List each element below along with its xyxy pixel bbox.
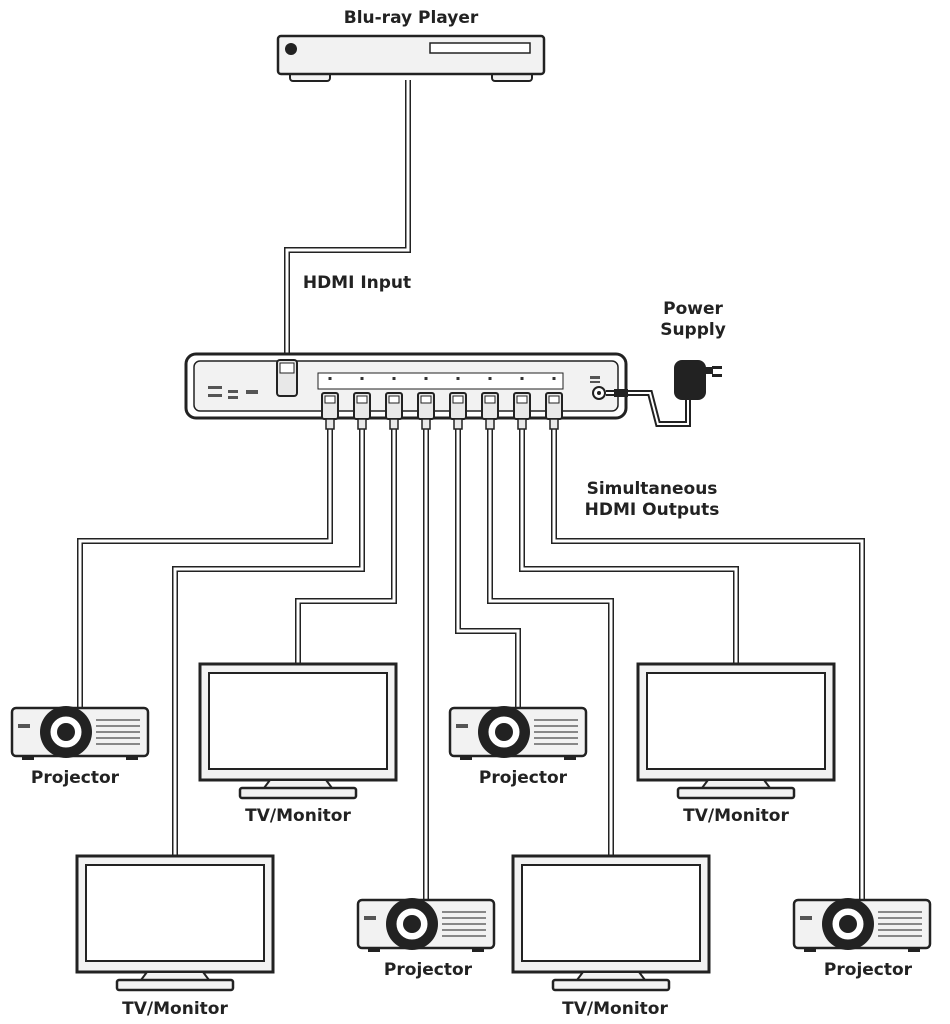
hdmi-output-plug-4 [417, 392, 435, 430]
blu-ray-player-icon [276, 34, 546, 82]
hdmi-output-plug-3 [385, 392, 403, 430]
hdmi-output-plug-1 [321, 392, 339, 430]
tv-monitor-icon [511, 854, 711, 992]
hdmi-output-cable-2 [172, 428, 365, 856]
projector-label: Projector [478, 768, 568, 788]
projector-label: Projector [823, 960, 913, 980]
power-supply-label-line1: Power [663, 299, 723, 319]
hdmi-outputs-label: Simultaneous HDMI Outputs [585, 479, 720, 522]
tv-monitor-icon [75, 854, 275, 992]
port-indicator-5 [456, 377, 460, 380]
port-indicator-7 [520, 377, 524, 380]
port-indicator-3 [392, 377, 396, 380]
cables [77, 80, 865, 900]
projector-icon [356, 898, 496, 952]
hdmi-output-plug-7 [513, 392, 531, 430]
port-indicator-6 [488, 377, 492, 380]
tv-monitor-label: TV/Monitor [562, 999, 668, 1019]
tv-monitor-label: TV/Monitor [245, 806, 351, 826]
projector-icon [792, 898, 932, 952]
tv-monitor-label: TV/Monitor [683, 806, 789, 826]
port-indicator-4 [424, 377, 428, 380]
output-devices [10, 662, 932, 992]
tv-monitor-icon [198, 662, 398, 800]
port-indicator-1 [328, 377, 332, 380]
hdmi-output-cable-5 [455, 428, 521, 708]
hdmi-output-cable-6 [519, 428, 739, 664]
power-supply-label-line2: Supply [660, 320, 726, 341]
projector-label: Projector [30, 768, 120, 788]
port-indicator-2 [360, 377, 364, 380]
hdmi-output-cable-3 [295, 428, 397, 664]
port-indicator-8 [552, 377, 556, 380]
hdmi-output-plug-5 [449, 392, 467, 430]
hdmi-output-plug-6 [481, 392, 499, 430]
power-adapter-icon [606, 360, 722, 427]
hdmi-splitter-icon [184, 352, 628, 430]
blu-ray-player-label: Blu-ray Player [343, 8, 479, 28]
hdmi-outputs-label-line2: HDMI Outputs [584, 500, 720, 521]
projector-icon [448, 706, 588, 760]
hdmi-output-plug-8 [545, 392, 563, 430]
hdmi-outputs-label-line1: Simultaneous [586, 479, 718, 499]
hdmi-output-cable-7 [487, 428, 614, 856]
hdmi-output-plug-2 [353, 392, 371, 430]
projector-icon [10, 706, 150, 760]
tv-monitor-label: TV/Monitor [122, 999, 228, 1019]
power-supply-label: Power Supply [660, 299, 726, 342]
hdmi-output-cable-8 [551, 428, 865, 900]
hdmi-input-label: HDMI Input [302, 273, 412, 293]
hdmi-output-cable-1 [77, 428, 333, 708]
hdmi-input-cable [284, 80, 411, 360]
tv-monitor-icon [636, 662, 836, 800]
projector-label: Projector [383, 960, 473, 980]
